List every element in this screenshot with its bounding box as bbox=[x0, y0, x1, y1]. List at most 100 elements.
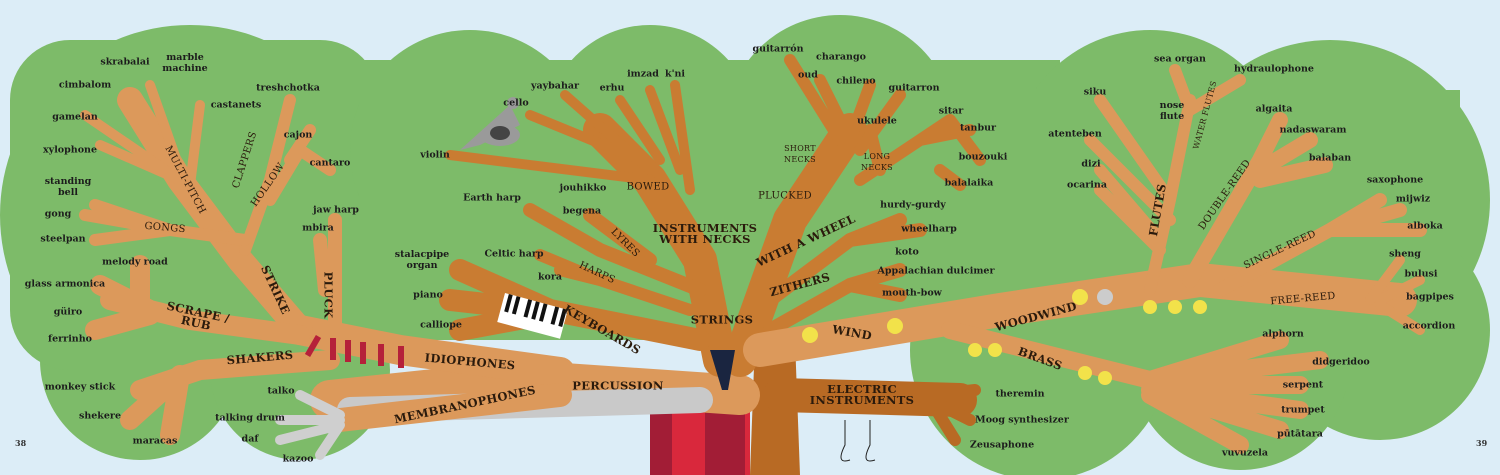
instrument-label-guitarron: guitarron bbox=[888, 82, 940, 94]
instrument-label-theremin: theremin bbox=[995, 388, 1045, 400]
instrument-label-algaita: algaita bbox=[1255, 103, 1293, 115]
category-label-pluck: PLUCK bbox=[321, 271, 336, 319]
category-label-long-necks: LONG NECKS bbox=[861, 152, 893, 172]
instrument-label-talking-drum: talking drum bbox=[215, 412, 285, 424]
instrument-label-calliope: calliope bbox=[420, 319, 462, 331]
instrument-label-talko: talko bbox=[267, 385, 295, 397]
category-label-plucked: PLUCKED bbox=[758, 190, 812, 202]
category-label-short-necks: SHORT NECKS bbox=[784, 144, 816, 164]
wind-keys-icon bbox=[802, 289, 1207, 385]
instrument-label-gong: gong bbox=[44, 208, 72, 220]
instrument-label-cantaro: cantaro bbox=[309, 157, 351, 169]
instrument-label-ocarina: ocarina bbox=[1067, 179, 1107, 191]
instrument-label-standing-bell: standing bell bbox=[44, 176, 92, 198]
instrument-label-erhu: erhu bbox=[599, 82, 625, 94]
instrument-label-sitar: sitar bbox=[938, 105, 964, 117]
instrument-label-melody-road: melody road bbox=[102, 256, 168, 268]
instrument-label-kazoo: kazoo bbox=[282, 453, 314, 465]
instrument-label-moog-synthesizer: Moog synthesizer bbox=[975, 414, 1069, 426]
page-number-left: 38 bbox=[15, 438, 27, 448]
piano-keys-icon bbox=[497, 293, 568, 339]
instrument-label-tanbur: tanbur bbox=[959, 122, 997, 134]
instrument-label-vuvuzela: vuvuzela bbox=[1221, 447, 1269, 459]
instrument-label-kora: kora bbox=[537, 271, 563, 283]
instrument-label-yaybahar: yaybahar bbox=[530, 80, 580, 92]
instrument-label-xylophone: xylophone bbox=[43, 144, 97, 156]
instrument-label-koto: koto bbox=[895, 246, 919, 258]
instrument-label-cajon: cajon bbox=[283, 129, 313, 141]
instrument-label-stalacpipe-organ: stalacpipe organ bbox=[394, 249, 450, 271]
instrument-label-ferrinho: ferrinho bbox=[48, 333, 92, 345]
instrument-label-jaw-harp: jaw harp bbox=[313, 204, 359, 216]
electric-branch bbox=[763, 378, 981, 446]
instrument-label-nadaswaram: nadaswaram bbox=[1279, 124, 1347, 136]
instrument-label-maracas: maracas bbox=[132, 435, 178, 447]
category-label-percussion: PERCUSSION bbox=[572, 378, 664, 393]
instrument-label-zeusaphone: Zeusaphone bbox=[969, 439, 1035, 451]
instrument-label-p-t-tara: pūtātara bbox=[1277, 428, 1323, 440]
instrument-label-piano: piano bbox=[413, 289, 443, 301]
instrument-label-mijwiz: mijwiz bbox=[1395, 193, 1431, 205]
string-fiddle-tail-icon bbox=[710, 350, 735, 390]
instrument-label-g-iro: güiro bbox=[53, 306, 83, 318]
instrument-label-glass-armonica: glass armonica bbox=[24, 278, 106, 290]
instrument-label-balaban: balaban bbox=[1308, 152, 1352, 164]
instrument-label-violin: violin bbox=[420, 149, 450, 161]
instrument-label-accordion: accordion bbox=[1402, 320, 1456, 332]
category-label-instruments-with-necks: INSTRUMENTS WITH NECKS bbox=[652, 221, 758, 246]
jack-cables-icon bbox=[840, 420, 876, 462]
page-number-right: 39 bbox=[1476, 438, 1488, 448]
decorations bbox=[304, 97, 1207, 462]
instrument-label-shekere: shekere bbox=[79, 410, 121, 422]
percussion-branches bbox=[79, 80, 760, 460]
instrument-label-celtic-harp: Celtic harp bbox=[484, 248, 544, 260]
instrument-label-k-ni: k'ni bbox=[664, 68, 686, 80]
instrument-label-sea-organ: sea organ bbox=[1154, 53, 1206, 65]
instrument-label-cello: cello bbox=[503, 97, 529, 109]
instrument-label-ukulele: ukulele bbox=[857, 115, 897, 127]
instrument-label-bouzouki: bouzouki bbox=[958, 151, 1008, 163]
instrument-label-daf: daf bbox=[241, 433, 259, 445]
instrument-label-trumpet: trumpet bbox=[1281, 404, 1325, 416]
instrument-label-mbira: mbira bbox=[302, 222, 334, 234]
instrument-label-siku: siku bbox=[1083, 86, 1107, 98]
instrument-label-sheng: sheng bbox=[1389, 248, 1421, 260]
instrument-label-begena: begena bbox=[562, 205, 602, 217]
instrument-label-jouhikko: jouhikko bbox=[559, 182, 607, 194]
xylophone-bars-icon bbox=[304, 334, 404, 368]
category-label-strings: STRINGS bbox=[690, 312, 754, 327]
instrument-label-alboka: alboka bbox=[1407, 220, 1443, 232]
instrument-label-gamelan: gamelan bbox=[52, 111, 98, 123]
instrument-label-hurdy-gurdy: hurdy-gurdy bbox=[880, 199, 946, 211]
instrument-label-bulusi: bulusi bbox=[1404, 268, 1438, 280]
pigeon-icon bbox=[460, 97, 520, 150]
instrument-label-guitarr-n: guitarrón bbox=[752, 43, 804, 55]
instrument-label-treshchotka: treshchotka bbox=[256, 82, 320, 94]
instrument-label-balalaika: balalaika bbox=[944, 177, 994, 189]
instrument-label-skrabalai: skrabalai bbox=[100, 56, 150, 68]
instrument-label-wheelharp: wheelharp bbox=[901, 223, 957, 235]
category-label-electric-instruments: ELECTRIC INSTRUMENTS bbox=[809, 382, 915, 407]
instrument-label-oud: oud bbox=[798, 69, 818, 81]
instrument-label-serpent: serpent bbox=[1282, 379, 1324, 391]
instrument-label-didgeridoo: didgeridoo bbox=[1312, 356, 1370, 368]
instrument-label-imzad: imzad bbox=[627, 68, 659, 80]
instrument-label-steelpan: steelpan bbox=[40, 233, 86, 245]
instrument-label-dizi: dizi bbox=[1081, 158, 1101, 170]
instrument-label-nose-flute: nose flute bbox=[1159, 100, 1185, 122]
instrument-label-hydraulophone: hydraulophone bbox=[1234, 63, 1314, 75]
instrument-label-alphorn: alphorn bbox=[1262, 328, 1304, 340]
instrument-label-atenteben: atenteben bbox=[1048, 128, 1102, 140]
instrument-label-charango: charango bbox=[816, 51, 866, 63]
instrument-label-mouth-bow: mouth-bow bbox=[882, 287, 942, 299]
instrument-label-cimbalom: cimbalom bbox=[58, 79, 112, 91]
instrument-label-monkey-stick: monkey stick bbox=[44, 381, 116, 393]
instrument-label-marble-machine: marble machine bbox=[162, 52, 208, 74]
instrument-label-chileno: chileno bbox=[836, 75, 876, 87]
category-label-bowed: BOWED bbox=[626, 181, 670, 193]
instrument-label-appalachian-dulcimer: Appalachian dulcimer bbox=[877, 265, 995, 277]
instrument-label-bagpipes: bagpipes bbox=[1406, 291, 1454, 303]
instrument-label-saxophone: saxophone bbox=[1366, 174, 1424, 186]
instrument-label-castanets: castanets bbox=[210, 99, 262, 111]
